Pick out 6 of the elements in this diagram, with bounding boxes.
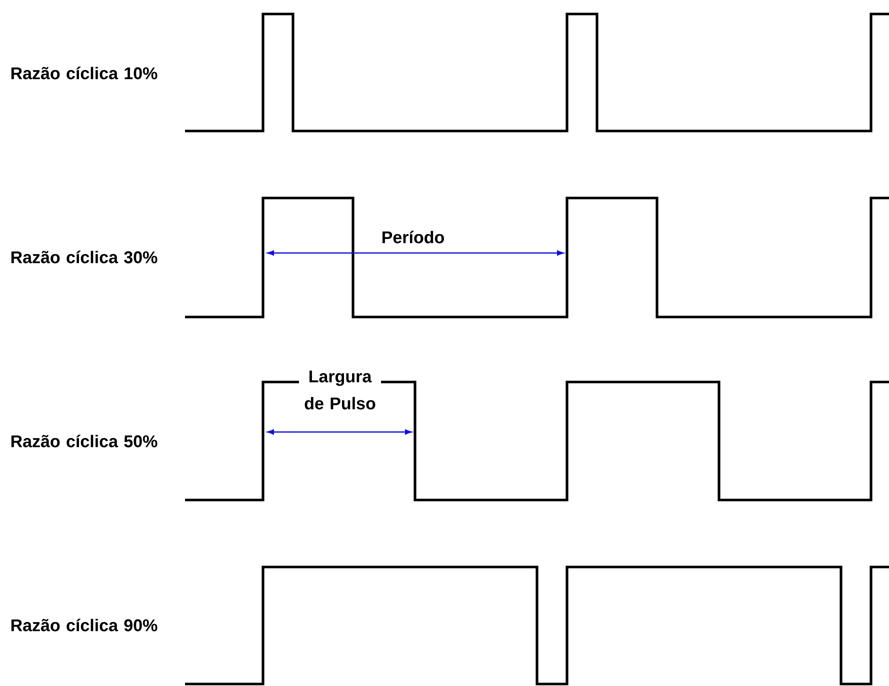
row-label: Razão cíclica 90% (11, 618, 158, 632)
row-label: Razão cíclica 50% (11, 434, 158, 448)
row-label: Razão cíclica 10% (11, 66, 158, 80)
row-label: Razão cíclica 30% (11, 250, 158, 264)
dimension-label: Período (382, 230, 444, 244)
dimension-label: Largura de Pulso (299, 370, 381, 410)
